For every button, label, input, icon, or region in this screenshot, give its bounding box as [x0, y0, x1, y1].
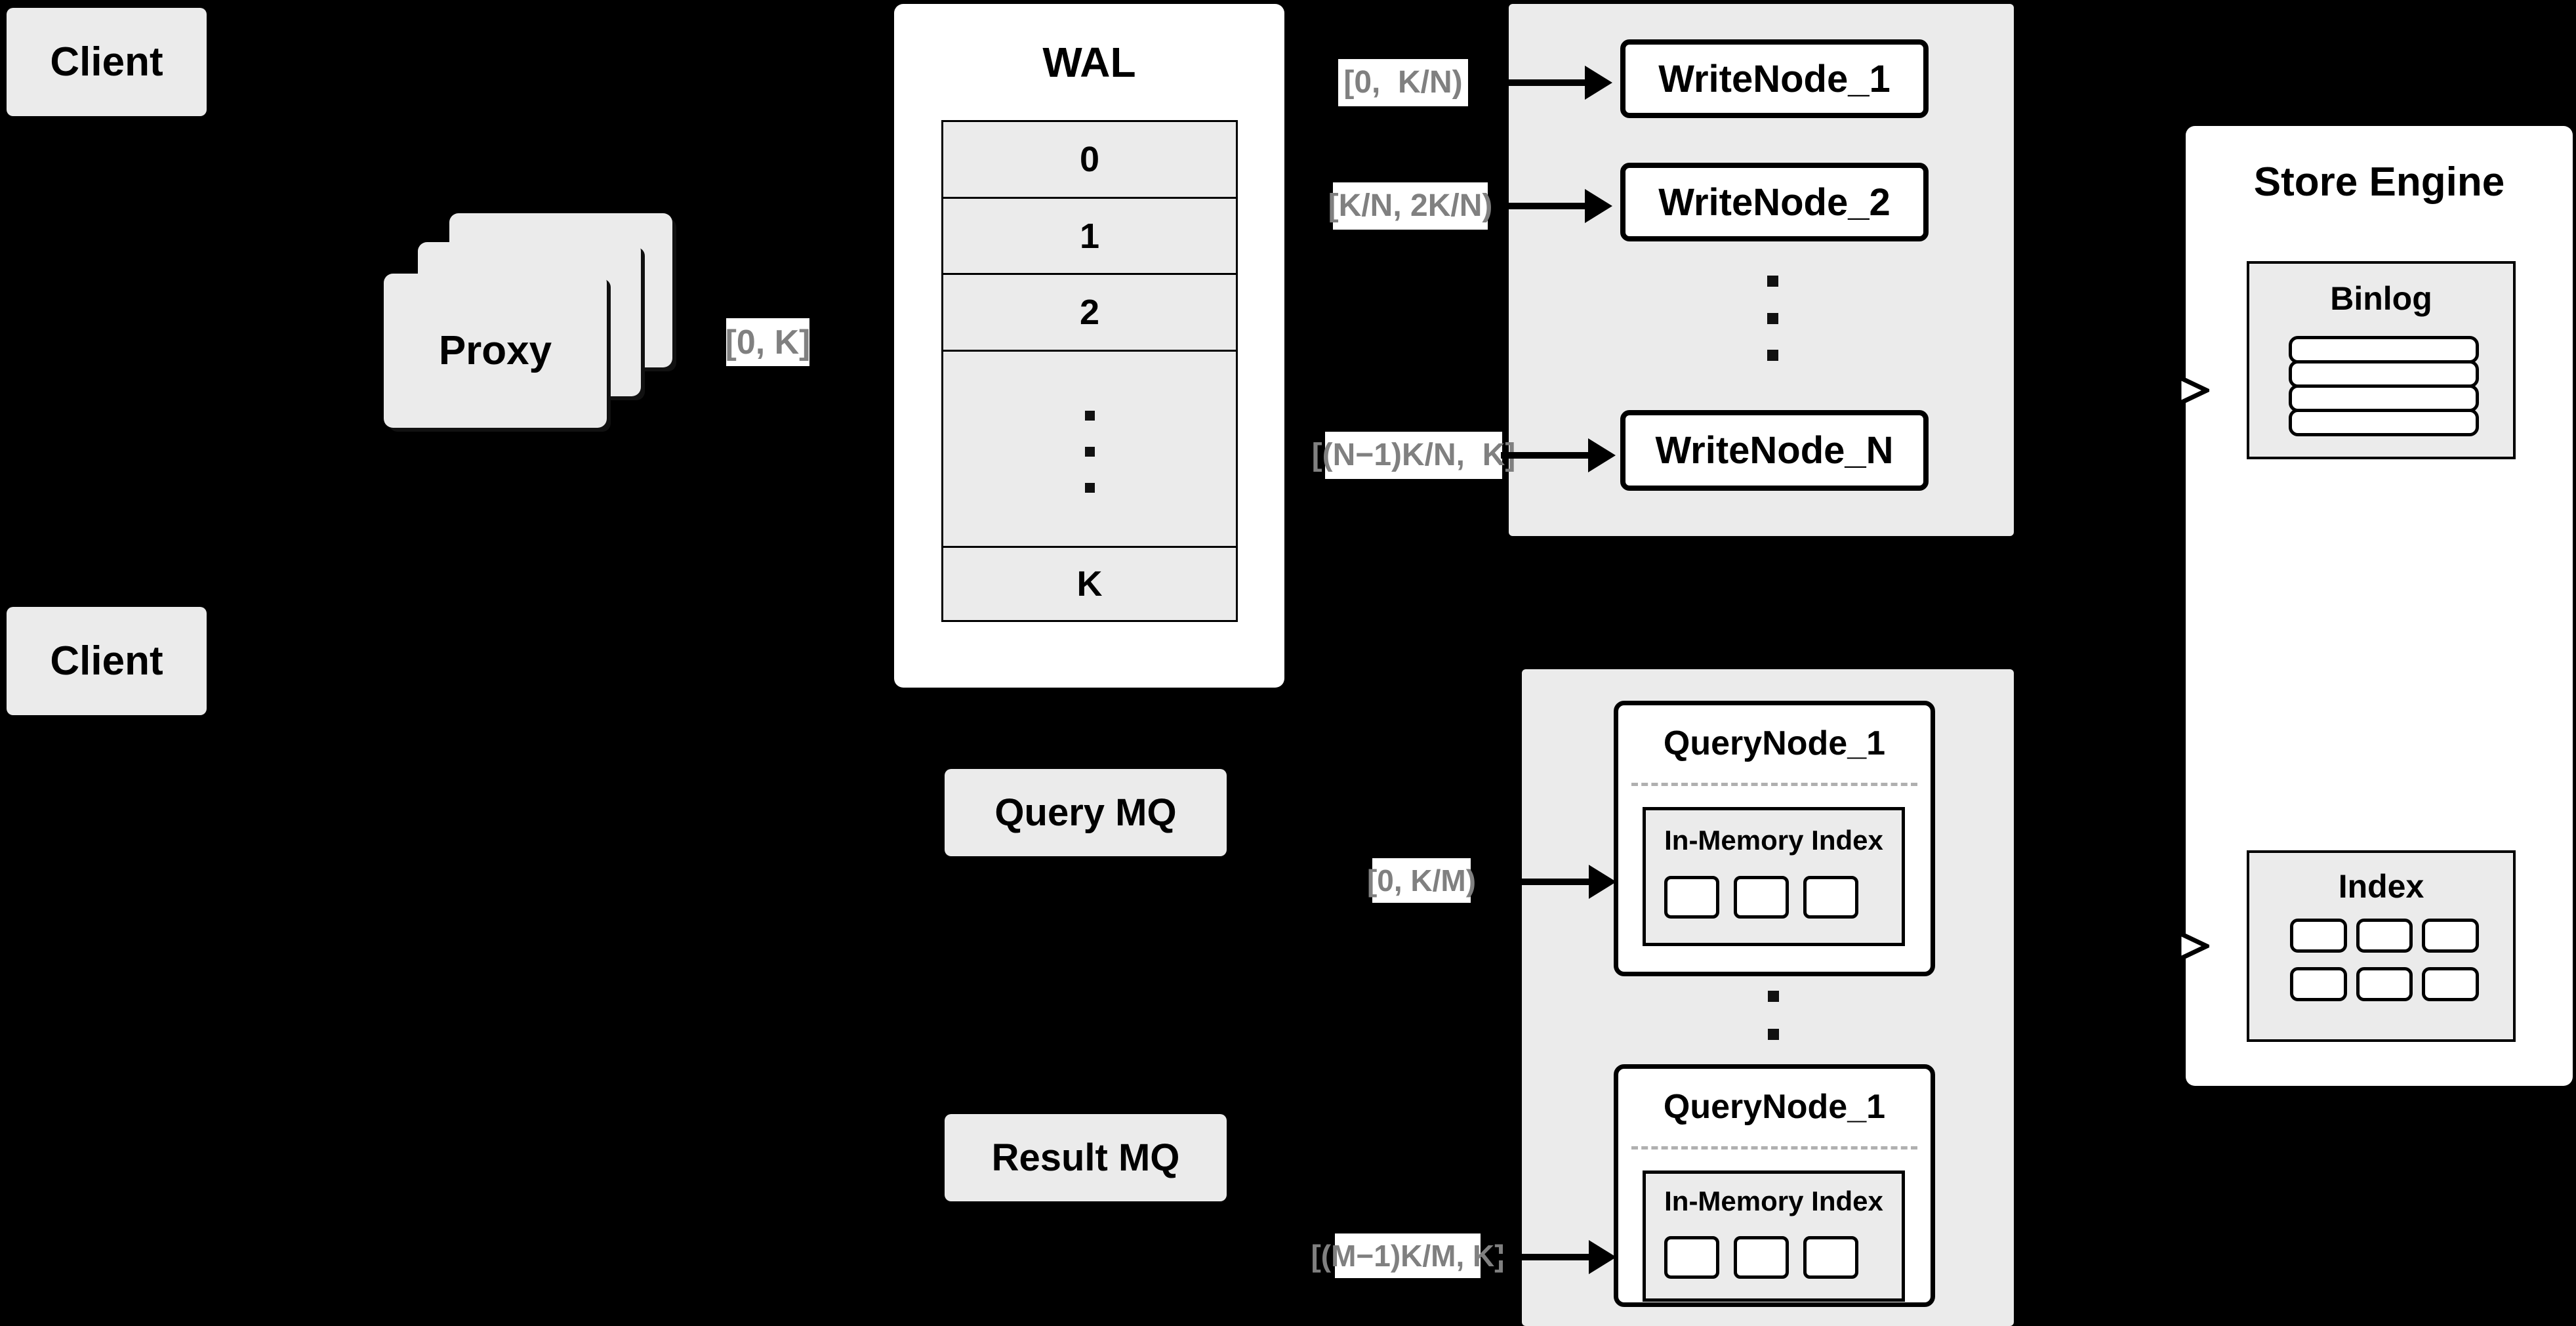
range-label-querynode-1: [0, K/M) [1367, 858, 1476, 903]
wal-row-ellipsis [943, 352, 1236, 549]
writenode-box-2[interactable]: WriteNode_2 [1620, 163, 1929, 241]
index-cell[interactable] [2422, 967, 2479, 1001]
client-box-1[interactable]: Client [7, 8, 207, 116]
index-cell[interactable] [1803, 1236, 1858, 1279]
index-cell[interactable] [2422, 919, 2479, 953]
querynode-box-m[interactable]: QueryNode_1 In-Memory Index [1614, 1064, 1935, 1307]
wal-title: WAL [1042, 39, 1136, 86]
wal-row-1: 1 [943, 199, 1236, 276]
range-label-writenode-n: [(N−1)K/N, K] [1312, 432, 1515, 479]
arrow-to-querynode-1 [1484, 865, 1622, 899]
store-engine-title: Store Engine [2253, 159, 2505, 205]
proxy-card-front[interactable]: Proxy [384, 274, 607, 428]
arrow-to-index [2137, 926, 2209, 966]
client-box-2[interactable]: Client [7, 607, 207, 715]
wal-row-k: K [1076, 564, 1103, 604]
range-label-text: [0, K] [725, 323, 811, 362]
write-cluster-ellipsis [1767, 276, 1778, 361]
range-label-writenode-1: [0, K/N) [1338, 59, 1468, 106]
index-cell[interactable] [1734, 1236, 1789, 1279]
index-cell[interactable] [1803, 876, 1858, 919]
range-label-querynode-m: [(M−1)K/M, K] [1311, 1233, 1505, 1278]
arrow-to-writenode-2 [1498, 189, 1622, 223]
wal-row-2: 2 [943, 275, 1236, 352]
binlog-row[interactable] [2289, 384, 2479, 412]
arrow-to-writenode-n [1501, 438, 1625, 472]
index-cell[interactable] [1734, 876, 1789, 919]
querynode-title-m: QueryNode_1 [1663, 1088, 1886, 1126]
binlog-panel: Binlog [2247, 261, 2516, 459]
querynode-divider-m [1631, 1146, 1917, 1150]
writenode-label-2: WriteNode_2 [1658, 180, 1891, 224]
range-label-writenode-2: [K/N, 2K/N) [1328, 182, 1492, 230]
wal-table: 0 1 2 K [941, 120, 1238, 622]
query-mq-label: Query MQ [994, 791, 1177, 834]
wal-row-0: 0 [943, 122, 1236, 199]
querynode-box-1[interactable]: QueryNode_1 In-Memory Index [1614, 701, 1935, 976]
proxy-label: Proxy [438, 328, 552, 373]
in-memory-index-box-1: In-Memory Index [1643, 807, 1905, 946]
binlog-row[interactable] [2289, 409, 2479, 436]
arrow-to-writenode-1 [1481, 66, 1612, 100]
binlog-title: Binlog [2330, 280, 2432, 317]
writenode-label-1: WriteNode_1 [1658, 57, 1891, 100]
binlog-row[interactable] [2289, 336, 2479, 363]
in-memory-index-cells-1 [1664, 876, 1885, 919]
in-memory-index-title-1: In-Memory Index [1664, 825, 1883, 856]
arrow-to-binlog [2137, 371, 2209, 410]
proxy-stack[interactable]: Proxy [384, 213, 692, 430]
querynode-divider-1 [1631, 783, 1917, 786]
binlog-rows [2289, 336, 2479, 436]
writenode-label-n: WriteNode_N [1655, 429, 1894, 472]
client-label-2: Client [50, 638, 163, 684]
index-cell[interactable] [2356, 919, 2413, 953]
result-mq-box[interactable]: Result MQ [945, 1114, 1227, 1201]
writenode-box-n[interactable]: WriteNode_N [1620, 410, 1929, 491]
in-memory-index-title-m: In-Memory Index [1664, 1186, 1883, 1216]
result-mq-label: Result MQ [991, 1136, 1180, 1179]
index-grid [2290, 919, 2479, 1001]
index-panel: Index [2247, 850, 2516, 1042]
index-cell[interactable] [2356, 967, 2413, 1001]
in-memory-index-box-m: In-Memory Index [1643, 1171, 1905, 1302]
writenode-box-1[interactable]: WriteNode_1 [1620, 39, 1929, 118]
range-label-proxy-to-wal: [0, K] [725, 318, 811, 366]
wal-ellipsis-dots [1084, 411, 1095, 493]
client-label-1: Client [50, 39, 163, 85]
index-cell[interactable] [2290, 967, 2347, 1001]
index-cell[interactable] [1664, 876, 1719, 919]
index-cell[interactable] [2290, 919, 2347, 953]
in-memory-index-cells-m [1664, 1236, 1885, 1279]
binlog-row[interactable] [2289, 360, 2479, 388]
index-cell[interactable] [1664, 1236, 1719, 1279]
arrow-to-querynode-m [1490, 1240, 1622, 1274]
querynode-title-1: QueryNode_1 [1663, 724, 1886, 762]
index-panel-title: Index [2338, 868, 2424, 905]
query-mq-box[interactable]: Query MQ [945, 769, 1227, 856]
